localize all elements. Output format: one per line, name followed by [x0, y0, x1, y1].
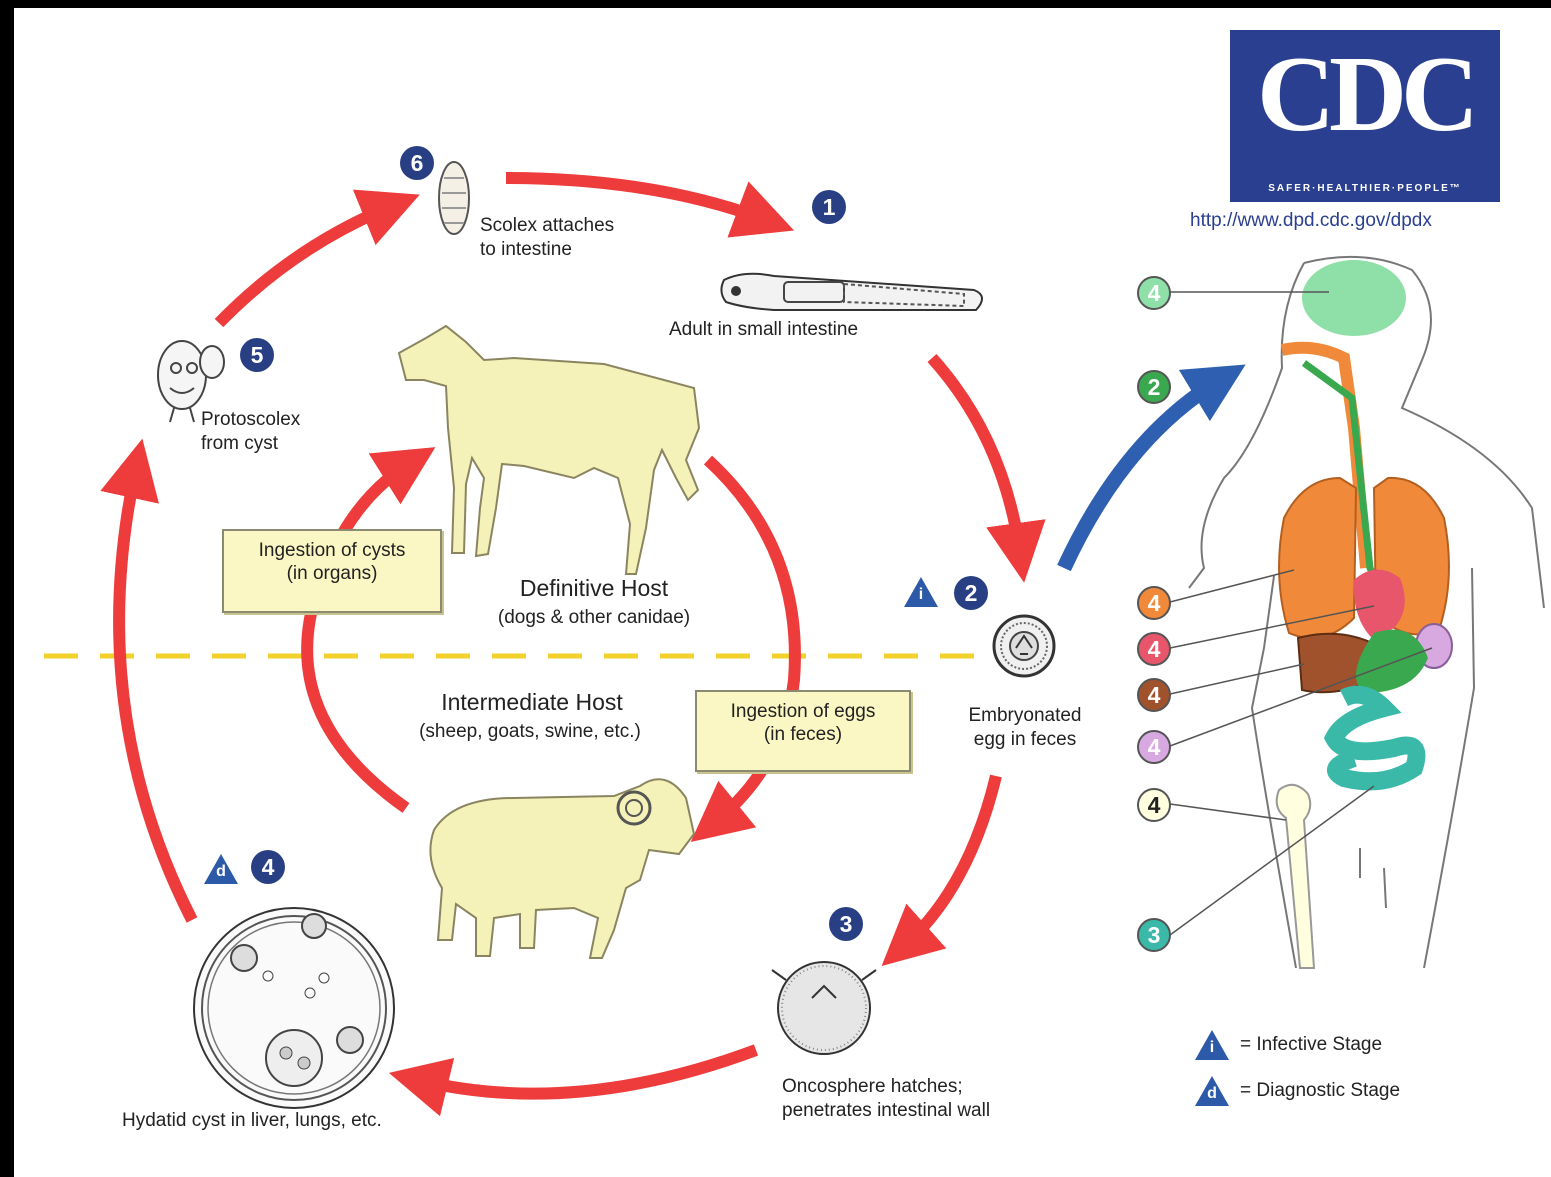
stage-1-label: Adult in small intestine [669, 318, 858, 342]
stage-3-label: Oncosphere hatches; penetrates intestina… [782, 1075, 990, 1123]
definitive-host-title: Definitive Host [484, 574, 704, 602]
human-marker-intestine: 3 [1137, 918, 1171, 952]
stage-6-label: Scolex attaches to intestine [480, 214, 614, 262]
diagnostic-stage-marker: d [204, 854, 238, 884]
stage-2-badge: 2 [954, 576, 988, 610]
egg-illustration [994, 616, 1054, 676]
human-marker-spleen: 4 [1137, 730, 1171, 764]
human-marker-bone: 4 [1137, 788, 1171, 822]
oncosphere-illustration [772, 962, 876, 1054]
cdc-logo-text: CDC [1230, 36, 1500, 154]
brain-organ [1302, 260, 1406, 336]
human-marker-entry: 2 [1137, 370, 1171, 404]
legend-infective-label: = Infective Stage [1240, 1033, 1382, 1057]
stage-4-label: Hydatid cyst in liver, lungs, etc. [122, 1109, 382, 1133]
cdc-tagline: SAFER·HEALTHIER·PEOPLE™ [1230, 183, 1500, 194]
arrow-egg-to-human [1064, 380, 1220, 568]
life-cycle-figure: CDC SAFER·HEALTHIER·PEOPLE™ http://www.d… [14, 8, 1551, 1177]
human-marker-heart: 4 [1137, 632, 1171, 666]
adult-worm-illustration [721, 274, 982, 310]
ingestion-of-cysts-box: Ingestion of cysts (in organs) [222, 529, 442, 613]
intermediate-host-subtitle: (sheep, goats, swine, etc.) [380, 720, 680, 744]
stage-6-badge: 6 [400, 146, 434, 180]
human-marker-brain: 4 [1137, 276, 1171, 310]
diagnostic-marker-letter: d [215, 863, 227, 881]
arrow-egg-to-oncosphere [904, 776, 996, 946]
scolex-illustration [439, 162, 469, 234]
arrow-ingestion-of-cysts [307, 463, 410, 808]
legend-infective-letter: i [1206, 1039, 1218, 1057]
infective-stage-marker: i [904, 577, 938, 607]
arrow-protoscolex-to-scolex [219, 206, 392, 323]
femur-bone [1277, 785, 1314, 968]
arrow-cyst-to-protoscolex [119, 468, 192, 920]
stage-1-badge: 1 [812, 190, 846, 224]
sheep-illustration [430, 779, 694, 958]
human-marker-liver: 4 [1137, 678, 1171, 712]
stage-5-badge: 5 [240, 338, 274, 372]
stage-2-label: Embryonated egg in feces [940, 704, 1110, 752]
ingestion-of-eggs-box: Ingestion of eggs (in feces) [695, 690, 911, 772]
cdc-logo: CDC SAFER·HEALTHIER·PEOPLE™ [1230, 30, 1500, 202]
definitive-host-subtitle: (dogs & other canidae) [454, 606, 734, 630]
intestine-organ [1334, 695, 1417, 782]
legend-diagnostic-letter: d [1206, 1085, 1218, 1103]
human-marker-lungs: 4 [1137, 586, 1171, 620]
infective-marker-letter: i [915, 586, 927, 604]
legend-diagnostic-icon: d [1195, 1076, 1229, 1106]
source-url: http://www.dpd.cdc.gov/dpdx [1190, 209, 1432, 233]
arrow-oncosphere-to-cyst [418, 1050, 756, 1094]
dog-illustration [399, 326, 699, 574]
intermediate-host-title: Intermediate Host [402, 688, 662, 716]
arrow-adult-to-egg [932, 358, 1020, 553]
legend-infective-icon: i [1195, 1030, 1229, 1060]
stage-3-badge: 3 [829, 907, 863, 941]
legend-diagnostic-label: = Diagnostic Stage [1240, 1079, 1400, 1103]
stage-5-label: Protoscolex from cyst [201, 408, 300, 456]
stage-4-badge: 4 [251, 850, 285, 884]
hydatid-cyst-illustration [194, 908, 394, 1108]
